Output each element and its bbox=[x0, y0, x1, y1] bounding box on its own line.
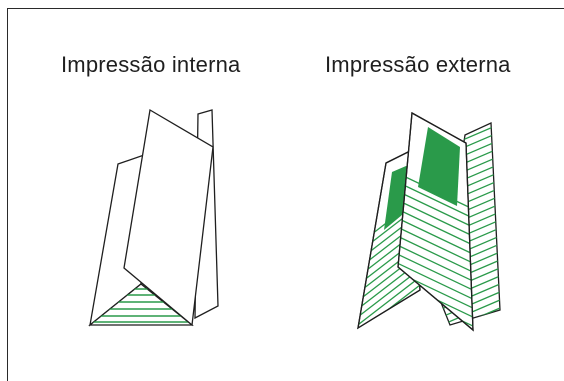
inner-print-label: Impressão interna bbox=[61, 52, 241, 77]
outer-front-image-block bbox=[418, 127, 460, 206]
inner-bottom-face bbox=[88, 283, 194, 326]
inner-front-panel bbox=[123, 108, 214, 327]
diagram-frame bbox=[7, 8, 564, 381]
inner-print-trifold bbox=[88, 108, 219, 327]
outer-print-label: Impressão externa bbox=[325, 52, 511, 77]
outer-print-trifold bbox=[357, 111, 501, 332]
